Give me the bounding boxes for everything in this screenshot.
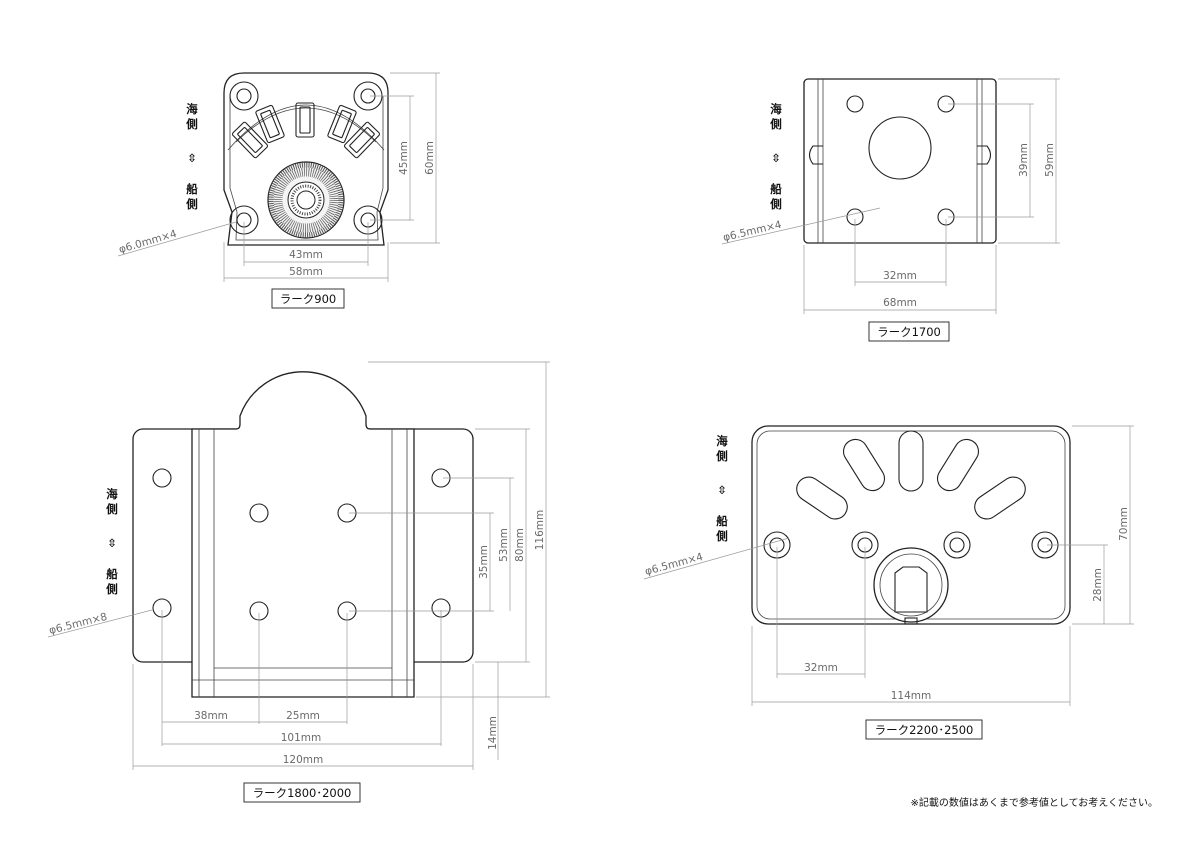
up-down-arrow-icon: ⇳ — [187, 151, 197, 165]
svg-text:海: 海 — [770, 102, 782, 116]
rack1700-base-plate — [803, 78, 997, 244]
rack1800-dim-a: 38mm — [194, 710, 228, 722]
svg-text:側: 側 — [715, 449, 728, 463]
svg-text:船: 船 — [186, 182, 198, 196]
rack1800-dim-base-height: 14mm — [487, 716, 499, 750]
svg-text:側: 側 — [105, 502, 118, 516]
rack2200-orientation-marker: 海 側 ⇳ 船 側 — [715, 434, 728, 543]
svg-text:船: 船 — [716, 514, 728, 528]
rack1800-dim-b: 25mm — [286, 710, 320, 722]
rack1700-dim-hole-width: 32mm — [883, 270, 917, 282]
rack2200-dim-hole-diameter: φ6.5mm×4 — [644, 551, 705, 578]
svg-text:ラーク900: ラーク900 — [280, 292, 336, 306]
rack1800-dim-total-width: 120mm — [283, 754, 324, 766]
rack2200-dim-hole-width: 32mm — [804, 662, 838, 674]
rack1700-dim-total-width: 68mm — [883, 297, 917, 309]
svg-text:船: 船 — [770, 182, 782, 196]
rack900-dim-hole-height: 45mm — [398, 141, 410, 175]
up-down-arrow-icon: ⇳ — [107, 536, 117, 550]
rack1700-dimension-lines — [721, 78, 1060, 314]
rack2200-dimension-lines — [643, 425, 1134, 706]
rack1800-dim-h-c: 80mm — [514, 528, 526, 562]
up-down-arrow-icon: ⇳ — [771, 151, 781, 165]
rack1700-dim-total-height: 59mm — [1044, 143, 1056, 177]
rack1800-dim-h-a: 35mm — [478, 545, 490, 579]
rack2200-center-boss — [873, 547, 949, 625]
rack900-dimension-lines — [117, 72, 440, 282]
rack1800-mount-holes — [152, 468, 451, 621]
svg-text:海: 海 — [106, 487, 118, 501]
rack2200-dim-hole-height: 28mm — [1092, 568, 1104, 602]
rack900-dim-total-width: 58mm — [289, 266, 323, 278]
rack1800-orientation-marker: 海 側 ⇳ 船 側 — [105, 487, 118, 596]
svg-text:ラーク1700: ラーク1700 — [877, 325, 941, 339]
svg-text:側: 側 — [769, 117, 782, 131]
reference-values-note: ※記載の数値はあくまで参考値としてお考えください。 — [911, 796, 1158, 809]
svg-text:海: 海 — [186, 102, 198, 116]
rack900-angle-slots — [231, 102, 381, 159]
svg-text:側: 側 — [715, 529, 728, 543]
rack2200-model-label: ラーク2200･2500 — [865, 719, 983, 740]
rack1700-model-label: ラーク1700 — [868, 321, 950, 342]
rack1700-dim-hole-diameter: φ6.5mm×4 — [722, 219, 783, 244]
rack900-dim-hole-width: 43mm — [289, 249, 323, 261]
rack1700-orientation-marker: 海 側 ⇳ 船 側 — [769, 102, 782, 211]
svg-text:側: 側 — [105, 582, 118, 596]
rack1800-dimension-lines — [47, 361, 550, 770]
view-rack1800: 38mm 25mm 101mm 120mm 35mm 53mm 80mm 116… — [47, 361, 550, 803]
svg-text:ラーク2200･2500: ラーク2200･2500 — [875, 723, 974, 737]
rack900-orientation-marker: 海 側 ⇳ 船 側 — [185, 102, 198, 211]
rack900-dim-hole-diameter: φ6.0mm×4 — [118, 228, 179, 256]
rack900-model-label: ラーク900 — [271, 288, 345, 309]
svg-text:船: 船 — [106, 567, 118, 581]
rack2200-dim-total-height: 70mm — [1118, 507, 1130, 541]
rack1800-dim-hole-diameter: φ6.5mm×8 — [48, 611, 109, 637]
svg-text:海: 海 — [716, 434, 728, 448]
rack900-base-plate — [223, 72, 389, 246]
up-down-arrow-icon: ⇳ — [717, 483, 727, 497]
rack1800-upper-bracket — [191, 371, 415, 698]
rack1800-model-label: ラーク1800･2000 — [243, 782, 361, 803]
view-rack2200: 32mm 114mm 70mm 28mm φ6.5mm×4 海 側 ⇳ 船 側 … — [643, 425, 1134, 740]
svg-text:側: 側 — [185, 197, 198, 211]
svg-text:ラーク1800･2000: ラーク1800･2000 — [253, 786, 352, 800]
view-rack900: 43mm 58mm 45mm 60mm φ6.0mm×4 海 側 ⇳ 船 側 ラ… — [117, 72, 440, 309]
svg-text:側: 側 — [769, 197, 782, 211]
view-rack1700: 32mm 68mm 39mm 59mm φ6.5mm×4 海 側 ⇳ 船 側 ラ… — [721, 78, 1060, 342]
rack2200-dim-total-width: 114mm — [891, 690, 932, 702]
rack900-ratchet-gear — [267, 161, 345, 239]
rack2200-angle-slots — [796, 430, 1026, 520]
svg-text:側: 側 — [185, 117, 198, 131]
rack1700-dim-hole-height: 39mm — [1018, 143, 1030, 177]
rack1800-dim-total-height: 116mm — [534, 510, 546, 551]
rack1800-dim-hole-width: 101mm — [281, 732, 322, 744]
rack1800-dim-h-b: 53mm — [498, 528, 510, 562]
rack900-dim-total-height: 60mm — [424, 141, 436, 175]
